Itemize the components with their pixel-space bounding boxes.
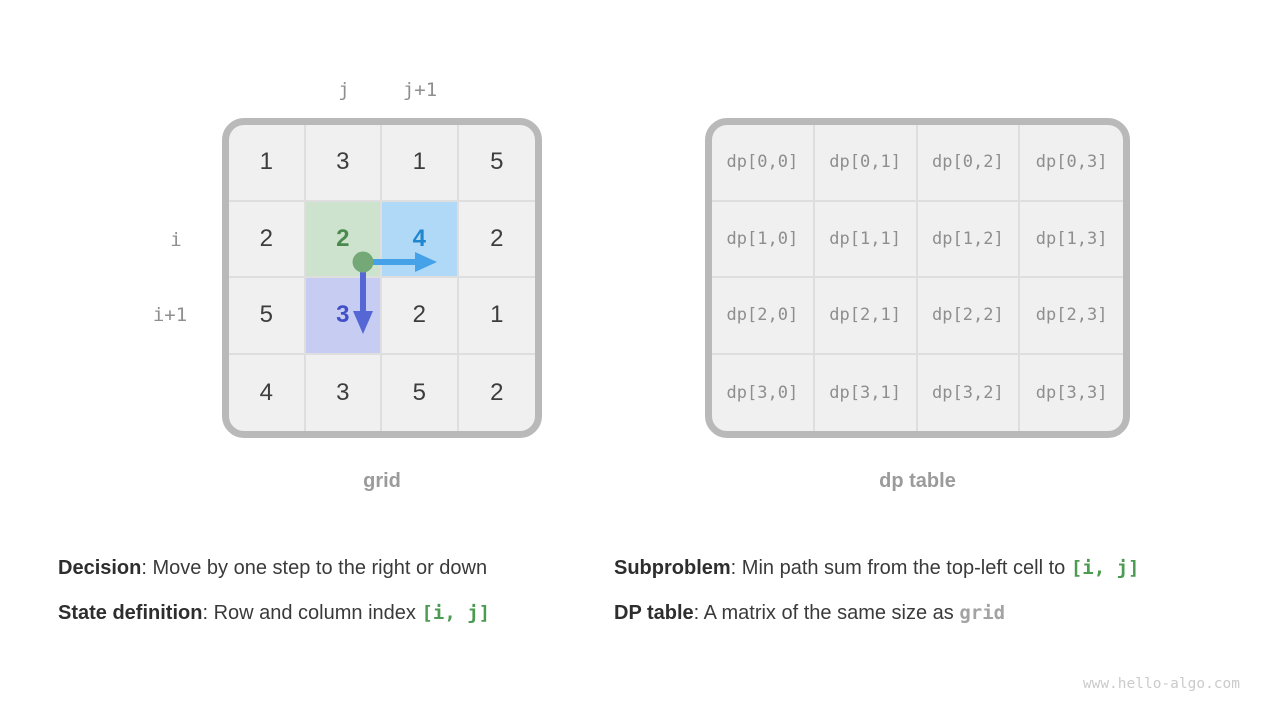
note-subproblem-text: : Min path sum from the top-left cell to	[730, 557, 1071, 579]
grid-cell: 4	[229, 354, 306, 431]
row-label-i: i	[170, 229, 182, 251]
grid-cell: 1	[229, 125, 306, 202]
note-state-text: : Row and column index	[202, 602, 422, 624]
note-dp-table: DP table: A matrix of the same size as g…	[614, 602, 1005, 625]
dp-cell: dp[3,3]	[1035, 382, 1108, 403]
grid-cell: 5	[458, 125, 535, 202]
grid-cell: 2	[229, 201, 306, 278]
note-decision-label: Decision	[58, 557, 142, 579]
note-dp-text: : A matrix of the same size as	[693, 602, 960, 624]
grid-cell-move-right: 4	[382, 201, 459, 278]
grid-cell-current: 2	[305, 201, 382, 278]
grid-cell: 2	[382, 278, 459, 355]
grid-matrix: 1 3 1 5 2 2 4 2 5 3 2 1 4 3 5 2	[222, 118, 542, 438]
note-dp-code: grid	[959, 602, 1006, 624]
dp-cell: dp[0,1]	[814, 125, 918, 202]
note-state-definition: State definition: Row and column index […	[58, 602, 490, 625]
note-subproblem-code: [i, j]	[1070, 557, 1140, 579]
note-subproblem: Subproblem: Min path sum from the top-le…	[614, 557, 1139, 580]
col-label-j: j	[338, 79, 350, 101]
dp-cell: dp[0,3]	[1020, 125, 1123, 202]
note-dp-label: DP table	[614, 602, 694, 624]
grid-cell: 3	[305, 125, 382, 202]
grid-cell: 1	[382, 125, 459, 202]
note-decision: Decision: Move by one step to the right …	[58, 557, 487, 580]
col-label-j-plus-1: j+1	[402, 79, 438, 101]
note-state-label: State definition	[58, 602, 203, 624]
watermark: www.hello-algo.com	[1082, 676, 1240, 692]
dp-cell: dp[1,1]	[814, 201, 918, 278]
note-subproblem-label: Subproblem	[614, 557, 731, 579]
grid-cell: 2	[490, 378, 504, 406]
dp-cell: dp[3,2]	[918, 354, 1021, 431]
dp-cell: dp[1,3]	[1020, 202, 1123, 278]
grid-cell-move-down: 3	[305, 278, 382, 355]
grid-cell: 1	[458, 278, 535, 355]
row-label-i-plus-1: i+1	[152, 304, 188, 326]
dp-cell: dp[2,1]	[814, 278, 918, 355]
dp-cell: dp[3,0]	[712, 354, 815, 431]
dp-cell: dp[2,2]	[917, 278, 1021, 355]
dp-cell: dp[3,1]	[815, 354, 918, 431]
dp-cell: dp[2,0]	[712, 278, 815, 355]
dp-cell: dp[1,2]	[917, 201, 1021, 278]
dp-cell: dp[2,3]	[1020, 278, 1123, 355]
dp-cell: dp[1,0]	[712, 201, 815, 278]
dp-cell: dp[0,2]	[917, 125, 1021, 202]
note-decision-text: : Move by one step to the right or down	[141, 557, 488, 579]
grid-cell: 3	[306, 354, 382, 431]
grid-caption: grid	[363, 470, 401, 492]
grid-cell: 5	[382, 354, 459, 431]
grid-cell: 2	[458, 202, 535, 278]
note-state-code: [i, j]	[421, 602, 491, 624]
dp-table-matrix: dp[0,0] dp[0,1] dp[0,2] dp[0,3] dp[1,0] …	[705, 118, 1130, 438]
dp-cell: dp[0,0]	[712, 125, 815, 202]
dp-table-caption: dp table	[879, 470, 956, 492]
grid-cell: 5	[229, 278, 306, 355]
